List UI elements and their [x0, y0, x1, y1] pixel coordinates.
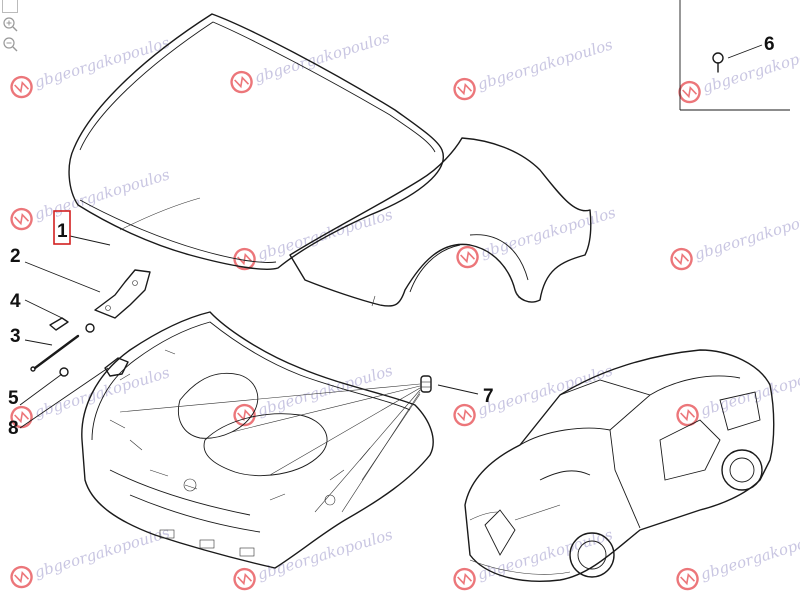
- front-fender: [289, 137, 592, 307]
- gb-logo-icon: [456, 245, 479, 269]
- callout-6[interactable]: 6: [764, 34, 775, 55]
- watermark-text: gbgeorgakopoulos: [252, 28, 392, 86]
- callout-8[interactable]: 8: [8, 418, 19, 439]
- gb-logo-icon: [453, 77, 476, 101]
- callout-1-highlight-box: [53, 210, 71, 245]
- watermark: gbgeorgakopoulos: [670, 205, 800, 271]
- gb-logo-icon: [233, 247, 256, 271]
- gb-logo-icon: [676, 567, 699, 591]
- watermark-text: gbgeorgakopoulos: [698, 525, 800, 583]
- latch-bracket: [104, 357, 129, 377]
- watermark-text: gbgeorgakopoulos: [692, 205, 800, 263]
- watermark-text: gbgeorgakopoulos: [32, 523, 172, 581]
- gb-logo-icon: [453, 403, 476, 427]
- watermark: gbgeorgakopoulos: [10, 33, 172, 99]
- frame-corner: [2, 0, 18, 13]
- bonnet-nut: [85, 323, 95, 333]
- callout-7[interactable]: 7: [483, 386, 494, 407]
- gb-logo-icon: [678, 80, 701, 104]
- gb-logo-icon: [670, 247, 693, 271]
- watermark: gbgeorgakopoulos: [10, 165, 172, 231]
- leader-lines: [19, 0, 790, 513]
- bonnet-inner-frame: [81, 311, 434, 569]
- gas-strut: [30, 334, 80, 372]
- watermark-text: gbgeorgakopoulos: [475, 361, 615, 419]
- callout-2[interactable]: 2: [10, 246, 21, 267]
- gb-logo-icon: [230, 70, 253, 94]
- rubber-bumper: [59, 367, 69, 377]
- callout-4[interactable]: 4: [10, 291, 21, 312]
- watermark-text: gbgeorgakopoulos: [475, 35, 615, 93]
- gb-logo-icon: [676, 403, 699, 427]
- watermark-text: gbgeorgakopoulos: [698, 361, 800, 419]
- watermark-text: gbgeorgakopoulos: [475, 525, 615, 583]
- bonnet-hinge: [94, 269, 151, 319]
- screw-part-6: [712, 52, 724, 73]
- watermark: gbgeorgakopoulos: [676, 361, 800, 427]
- watermark-text: gbgeorgakopoulos: [32, 33, 172, 91]
- gb-logo-icon: [10, 75, 33, 99]
- callout-1[interactable]: 1: [57, 221, 68, 242]
- watermark: gbgeorgakopoulos: [676, 525, 800, 591]
- watermark-text: gbgeorgakopoulos: [478, 203, 618, 261]
- callout-3[interactable]: 3: [10, 326, 21, 347]
- zoom-in-icon[interactable]: [2, 16, 20, 32]
- gb-logo-icon: [10, 565, 33, 589]
- watermark-layer: gbgeorgakopoulos gbgeorgakopoulos gbgeorga…: [10, 28, 800, 591]
- zoom-out-icon[interactable]: [2, 36, 20, 52]
- watermark: gbgeorgakopoulos: [456, 203, 618, 269]
- callout-5[interactable]: 5: [8, 388, 19, 409]
- bonnet-outer-shell: [68, 13, 444, 270]
- watermark-text: gbgeorgakopoulos: [255, 525, 395, 583]
- watermark-text: gbgeorgakopoulos: [255, 361, 395, 419]
- gb-logo-icon: [453, 567, 476, 591]
- gb-logo-icon: [10, 405, 33, 429]
- watermark: gbgeorgakopoulos: [453, 35, 615, 101]
- watermark: gbgeorgakopoulos: [678, 38, 800, 104]
- gb-logo-icon: [10, 207, 33, 231]
- buffer-stop: [49, 317, 69, 331]
- watermark: gbgeorgakopoulos: [233, 525, 395, 591]
- clip-part-7: [420, 375, 432, 393]
- gb-logo-icon: [233, 567, 256, 591]
- watermark-text: gbgeorgakopoulos: [700, 38, 800, 96]
- car-overview: [464, 349, 775, 582]
